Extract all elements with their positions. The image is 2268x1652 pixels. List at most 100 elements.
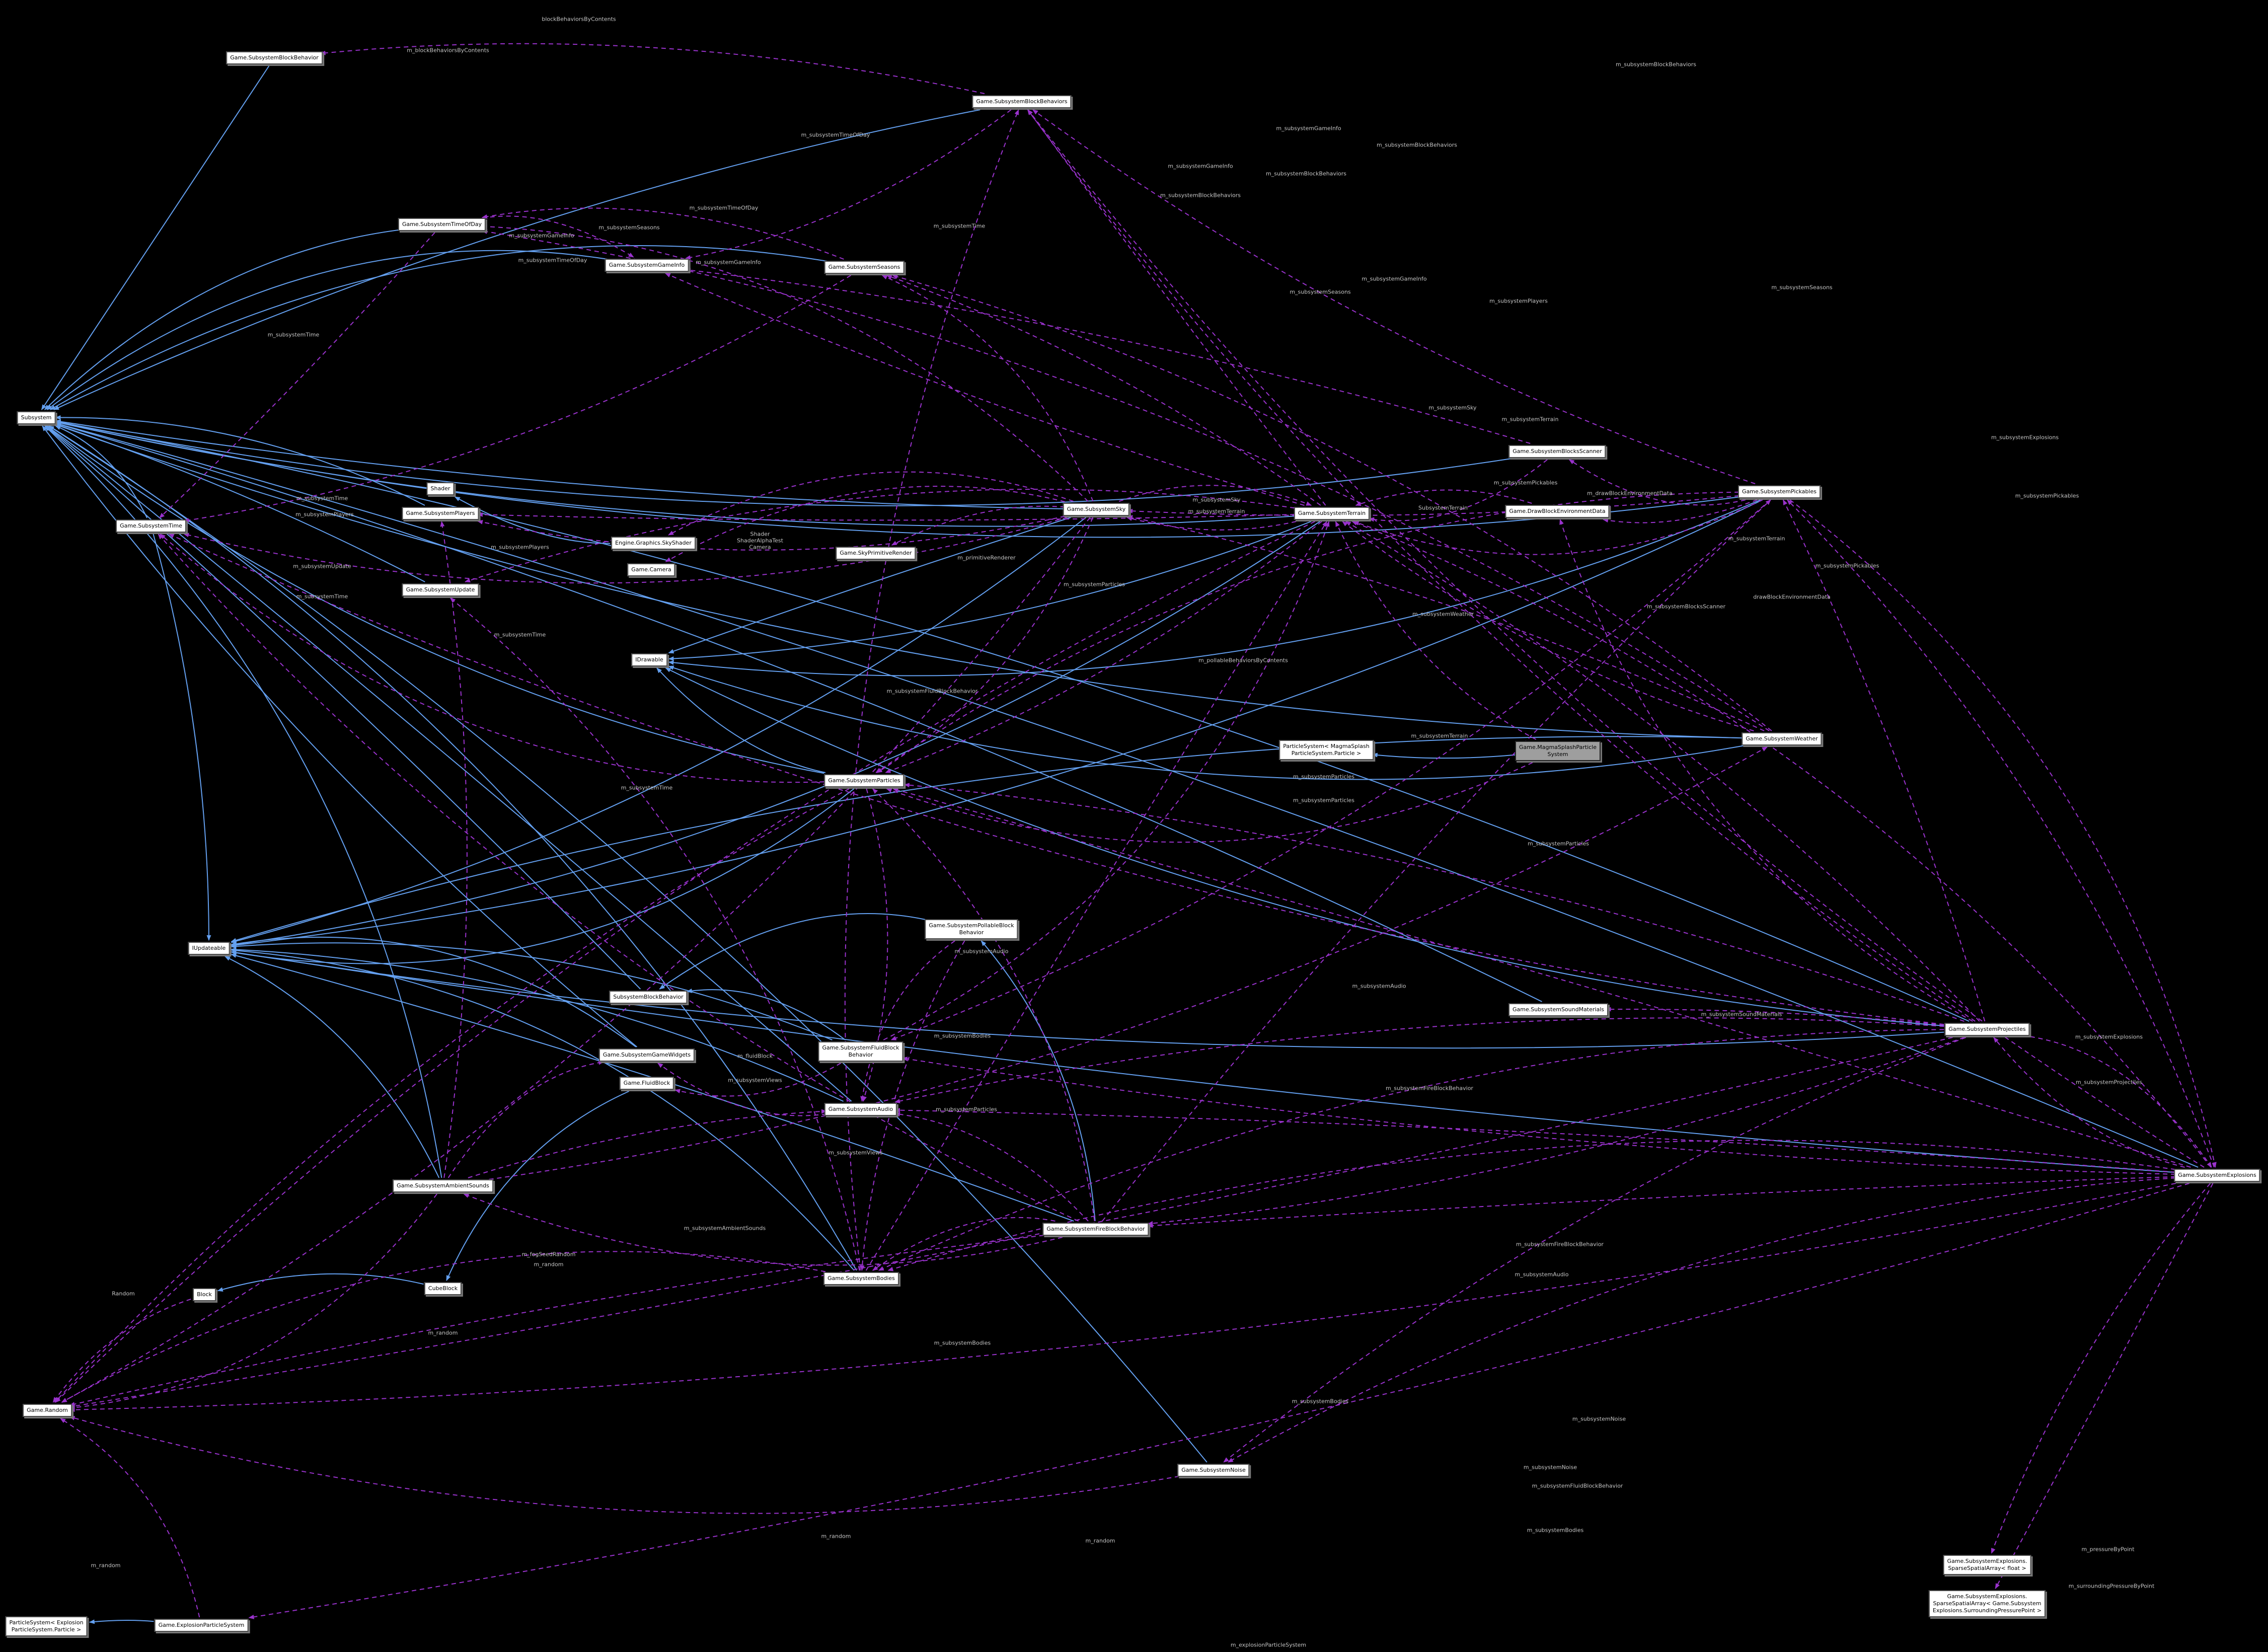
edge-pickables-blockBehaviors xyxy=(1032,109,1756,484)
node-skyShader[interactable]: Engine.Graphics.SkyShader xyxy=(611,537,696,550)
node-psExplosion[interactable]: ParticleSystem< Explosion ParticleSystem… xyxy=(5,1616,88,1636)
edge-projectiles-drawBlockEnvData xyxy=(1559,519,1973,1022)
node-subsystemBB[interactable]: SubsystemBlockBehavior xyxy=(609,991,688,1004)
node-magmaSplash[interactable]: Game.MagmaSplashParticle System xyxy=(1515,741,1601,761)
edge-fluidBB-terrain xyxy=(883,521,1330,1040)
node-drawBlockEnvData[interactable]: Game.DrawBlockEnvironmentData xyxy=(1505,505,1610,518)
node-noise[interactable]: Game.SubsystemNoise xyxy=(1177,1464,1250,1477)
edge-label: m_subsystemSky xyxy=(1428,404,1477,411)
node-gameInfo[interactable]: Game.SubsystemGameInfo xyxy=(604,259,689,272)
edge-label: m_subsystemTime xyxy=(621,784,673,791)
edge-sky-camera xyxy=(665,486,1066,562)
node-update[interactable]: Game.SubsystemUpdate xyxy=(402,583,479,596)
edge-label: m_subsystemTerrain xyxy=(1188,508,1245,515)
edge-ambientSounds-iupdateable xyxy=(224,956,440,1178)
node-explosions[interactable]: Game.SubsystemExplosions xyxy=(2174,1169,2260,1182)
node-soundMaterials[interactable]: Game.SubsystemSoundMaterials xyxy=(1508,1003,1609,1016)
edge-audio-iupdateable xyxy=(231,947,844,1102)
edge-sky-idrawable xyxy=(668,517,1071,654)
node-random[interactable]: Game.Random xyxy=(23,1404,72,1417)
edge-label: m_subsystemAmbientSounds xyxy=(684,1225,766,1232)
node-ssaSPP[interactable]: Game.SubsystemExplosions. SparseSpatialA… xyxy=(1928,1590,2046,1617)
node-ambientSounds[interactable]: Game.SubsystemAmbientSounds xyxy=(393,1179,493,1192)
node-psMagma[interactable]: ParticleSystem< MagmaSplash ParticleSyst… xyxy=(1279,740,1374,760)
node-blocksScanner[interactable]: Game.SubsystemBlocksScanner xyxy=(1508,445,1606,458)
node-iupdateable[interactable]: IUpdateable xyxy=(188,942,230,955)
edge-label: m_subsystemTimeOfDay xyxy=(801,131,870,138)
node-gameWidgets[interactable]: Game.SubsystemGameWidgets xyxy=(598,1048,695,1062)
node-fireBB[interactable]: Game.SubsystemFireBlockBehavior xyxy=(1042,1223,1149,1236)
node-fluidBB[interactable]: Game.SubsystemFluidBlock Behavior xyxy=(818,1041,903,1062)
node-particles[interactable]: Game.SubsystemParticles xyxy=(824,774,904,787)
edge-sky-players xyxy=(477,515,1066,551)
edge-terrain-players xyxy=(477,512,1295,521)
node-explosionPS[interactable]: Game.ExplosionParticleSystem xyxy=(154,1619,249,1632)
edge-timeOfDay-time xyxy=(159,232,435,518)
edge-label: m_subsystemPickables xyxy=(1493,479,1558,486)
edge-label: m_subsystemBodies xyxy=(1292,1398,1349,1405)
edge-label: m_subsystemTime xyxy=(933,222,986,230)
edge-players-subsystem xyxy=(55,415,425,506)
node-skyPrimitiveRender[interactable]: Game.SkyPrimitiveRender xyxy=(836,547,916,560)
edge-particles-time xyxy=(160,534,824,783)
node-block[interactable]: Block xyxy=(193,1288,216,1301)
node-time[interactable]: Game.SubsystemTime xyxy=(116,519,186,533)
edge-sky-iupdateable xyxy=(231,517,1087,944)
node-projectiles[interactable]: Game.SubsystemProjectiles xyxy=(1944,1023,2030,1036)
edge-label: blockBehaviorsByContents xyxy=(542,16,616,23)
edge-explosions-bodies xyxy=(887,1140,2176,1271)
edge-block-random xyxy=(52,1298,191,1403)
edge-explosions-iupdateable xyxy=(231,950,2176,1173)
edge-label: m_random xyxy=(91,1562,121,1569)
edge-projectiles-terrain xyxy=(1345,521,1980,1022)
edge-label: m_subsystemProjectiles xyxy=(2076,1079,2142,1086)
edge-pickables-idrawable xyxy=(668,499,1761,677)
edge-label: drawBlockEnvironmentData xyxy=(1753,593,1831,600)
edge-label: m_subsystemAudio xyxy=(954,948,1009,955)
node-subsystem[interactable]: Subsystem xyxy=(17,411,56,424)
node-pollableBB[interactable]: Game.SubsystemPollableBlock Behavior xyxy=(925,919,1018,939)
edge-projectiles-soundMaterials xyxy=(1605,1007,1944,1026)
edge-audio-gameWidgets xyxy=(657,1063,827,1116)
node-camera[interactable]: Game.Camera xyxy=(627,563,675,576)
node-bodies[interactable]: Game.SubsystemBodies xyxy=(823,1272,899,1285)
node-ssaFloat[interactable]: Game.SubsystemExplosions. SparseSpatialA… xyxy=(1943,1555,2031,1575)
edge-label: m_subsystemPlayers xyxy=(1489,297,1548,305)
edge-label: m_subsystemBodies xyxy=(1527,1527,1584,1534)
edge-explosions-ssaSPP xyxy=(1995,1183,2214,1589)
edge-explosions-explosionPS xyxy=(248,1183,2189,1619)
edge-label: m_subsystemFireBlockBehavior xyxy=(1386,1085,1473,1092)
edge-label: m_subsystemFluidBlockBehavior xyxy=(1532,1482,1623,1489)
edge-weather-timeOfDay xyxy=(481,229,1770,731)
edge-projectiles-blockBehaviors xyxy=(1027,109,1976,1022)
node-terrain[interactable]: Game.SubsystemTerrain xyxy=(1294,507,1370,520)
node-players[interactable]: Game.SubsystemPlayers xyxy=(402,507,479,520)
node-fluidBlock[interactable]: Game.FluidBlock xyxy=(619,1077,674,1090)
node-pickables[interactable]: Game.SubsystemPickables xyxy=(1738,485,1821,498)
node-weather[interactable]: Game.SubsystemWeather xyxy=(1742,732,1822,745)
edge-projectiles-particles xyxy=(903,783,1964,1022)
node-idrawable[interactable]: IDrawable xyxy=(631,653,667,666)
edge-label: m_subsystemBlockBehaviors xyxy=(1266,170,1346,177)
node-timeOfDay[interactable]: Game.SubsystemTimeOfDay xyxy=(398,218,486,231)
edge-label: m_subsystemBlockBehaviors xyxy=(1160,192,1241,199)
edge-label: m_fogSeedRandom xyxy=(521,1251,576,1258)
node-blockBehaviors[interactable]: Game.SubsystemBlockBehaviors xyxy=(972,95,1072,108)
node-blockBehavior1[interactable]: Game.SubsystemBlockBehavior xyxy=(226,51,323,64)
edge-explosions-pickables xyxy=(1787,499,2215,1168)
edge-explosions-random xyxy=(69,1183,2176,1412)
edge-sky-subsystem xyxy=(55,419,1065,509)
node-seasons[interactable]: Game.SubsystemSeasons xyxy=(824,261,904,274)
edge-blocksScanner-gameInfo xyxy=(685,268,1531,444)
node-shader[interactable]: Shader xyxy=(426,482,455,495)
node-cubeBlock[interactable]: CubeBlock xyxy=(424,1282,462,1295)
edge-label: m_subsystemWeather xyxy=(1412,611,1474,618)
node-sky[interactable]: Game.SubsystemSky xyxy=(1063,503,1130,516)
edge-label: m_subsystemParticles xyxy=(1293,773,1355,780)
edge-gameWidgets-iupdateable xyxy=(231,936,637,1047)
edge-terrain-iupdateable xyxy=(231,521,1320,947)
edge-sky-random xyxy=(61,517,1091,1403)
node-audio[interactable]: Game.SubsystemAudio xyxy=(824,1103,897,1116)
edge-fireBB-particles xyxy=(872,788,1095,1222)
edge-sky-timeOfDay xyxy=(481,224,1089,502)
